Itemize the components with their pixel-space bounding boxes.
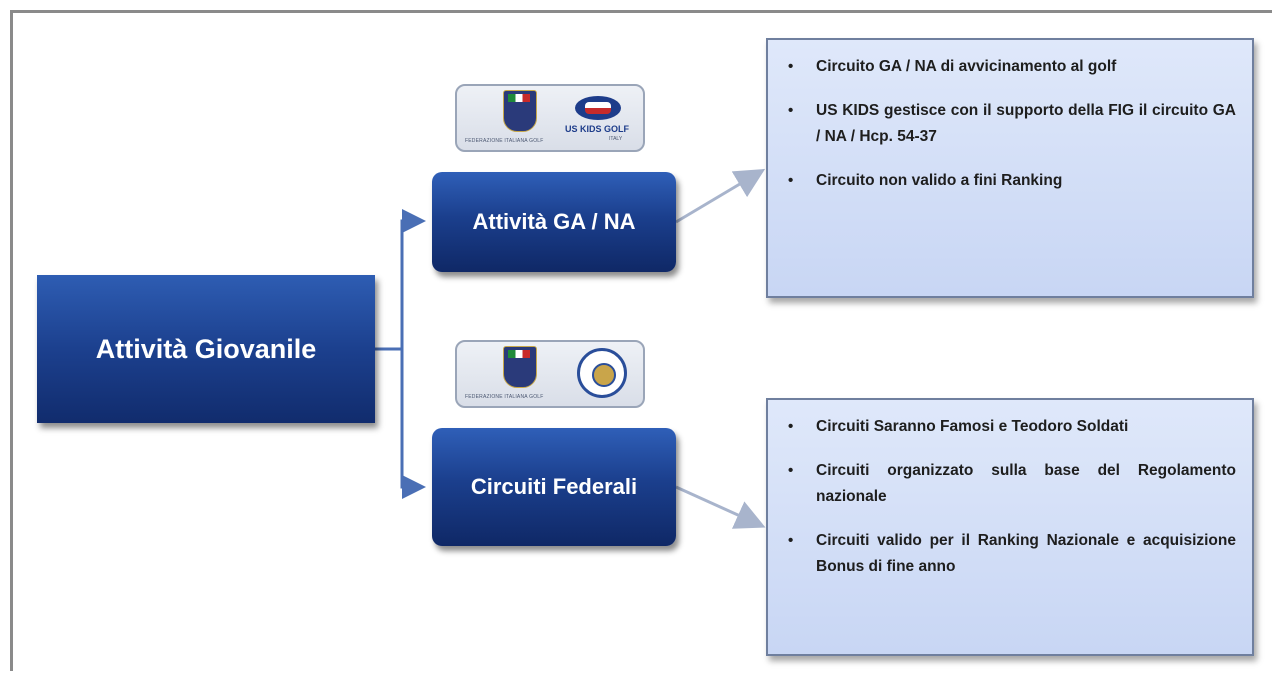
detail-item: Circuiti valido per il Ranking Nazionale… [782, 528, 1236, 580]
root-node-attivita-giovanile: Attività Giovanile [37, 275, 375, 423]
circuit-seal-icon [577, 348, 627, 398]
branch-node-label: Attività GA / NA [472, 209, 636, 234]
fig-caption: FEDERAZIONE ITALIANA GOLF [465, 138, 544, 144]
fig-shield-icon [503, 346, 537, 388]
logo-card-ga-na: FEDERAZIONE ITALIANA GOLF US KIDS GOLF I… [455, 84, 645, 152]
details-panel-ga-na: Circuito GA / NA di avvicinamento al gol… [766, 38, 1254, 298]
slide-frame [10, 10, 1272, 671]
details-list: Circuito GA / NA di avvicinamento al gol… [782, 54, 1236, 194]
branch-node-circuiti-federali: Circuiti Federali [432, 428, 676, 546]
details-panel-circuiti-federali: Circuiti Saranno Famosi e Teodoro Soldat… [766, 398, 1254, 656]
detail-item: Circuiti Saranno Famosi e Teodoro Soldat… [782, 414, 1236, 440]
branch-node-attivita-ga-na: Attività GA / NA [432, 172, 676, 272]
us-kids-logo-icon [575, 96, 621, 120]
us-kids-name: US KIDS GOLF [565, 124, 630, 134]
fig-shield-icon [503, 90, 537, 132]
cf-detail-connector [675, 485, 766, 529]
root-connector-lower [400, 349, 426, 499]
ga-detail-connector [675, 168, 766, 224]
detail-item: Circuito GA / NA di avvicinamento al gol… [782, 54, 1236, 80]
branch-node-label: Circuiti Federali [470, 474, 638, 499]
logo-card-circuiti-federali: FEDERAZIONE ITALIANA GOLF [455, 340, 645, 408]
fig-caption: FEDERAZIONE ITALIANA GOLF [465, 394, 544, 400]
root-connector [375, 209, 426, 351]
us-kids-sub: ITALY [609, 136, 623, 142]
root-node-label: Attività Giovanile [95, 333, 317, 364]
details-list: Circuiti Saranno Famosi e Teodoro Soldat… [782, 414, 1236, 580]
detail-item: Circuiti organizzato sulla base del Rego… [782, 458, 1236, 510]
detail-item: Circuito non valido a fini Ranking [782, 168, 1236, 194]
detail-item: US KIDS gestisce con il supporto della F… [782, 98, 1236, 150]
